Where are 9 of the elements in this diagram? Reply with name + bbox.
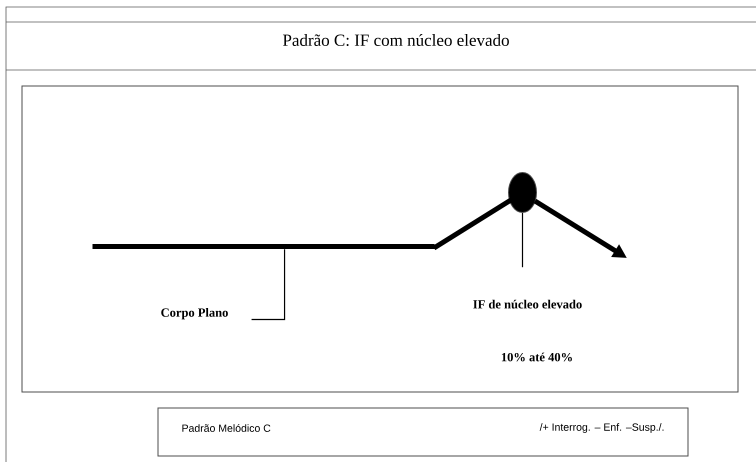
title: Padrão C: IF com núcleo elevado (282, 34, 509, 46)
legend-box: Padrão Melódico C /+ Interrog. – Enf. –Susp./. (158, 408, 688, 456)
percentage-label: 10% até 40% (502, 352, 572, 362)
diagram-frame (22, 86, 738, 392)
bold-label: Corpo Plano (161, 308, 228, 320)
leader-line (522, 213, 524, 268)
bold-label: IF de núcleo elevado (473, 300, 582, 309)
leader-line (252, 249, 286, 320)
stress-dot (508, 172, 537, 213)
